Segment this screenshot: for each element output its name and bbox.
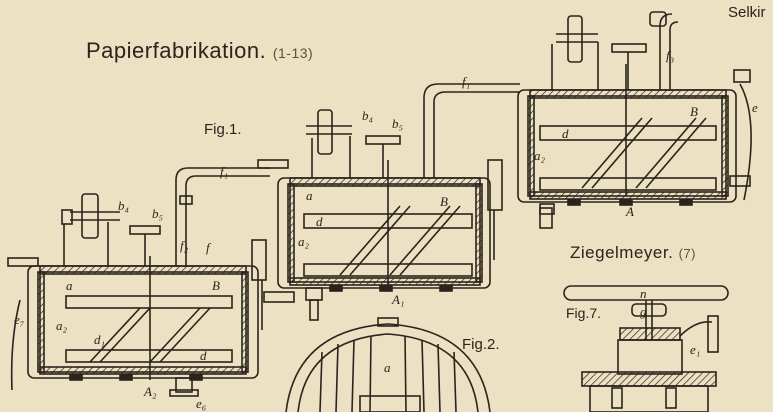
label-A1: A₁ — [391, 292, 404, 307]
label-a-left: a — [66, 278, 73, 293]
fig7-label: Fig.7. — [566, 305, 602, 321]
label-B-mid: B — [440, 194, 448, 209]
label-e7: e₇ — [14, 312, 25, 327]
label-e-right: e — [752, 100, 758, 115]
plate-title: Papierfabrikation. (1-13) — [86, 40, 313, 62]
label-d-right: d — [562, 126, 569, 141]
label-d1-left: d₁ — [94, 332, 105, 347]
label-f1-right: f₁ — [462, 74, 470, 89]
label-A: A — [625, 204, 634, 219]
plate-title-text: Papierfabrikation. — [86, 38, 267, 63]
label-A2: A₂ — [143, 384, 157, 399]
corner-word: Selkir — [728, 4, 766, 21]
section2-title: Ziegelmeyer. (7) — [570, 244, 696, 261]
label-d-left: d — [200, 348, 207, 363]
label-b4-left: b₄ — [118, 198, 130, 213]
label-d-mid: d — [316, 214, 323, 229]
vat-a — [517, 11, 752, 215]
fig7-drawing — [563, 285, 729, 412]
section2-title-text: Ziegelmeyer. — [570, 243, 674, 262]
label-f2-left: f₂ — [180, 238, 189, 253]
label-a-fig2: a — [384, 360, 391, 375]
label-f-left: f — [206, 240, 212, 255]
vat-a1 — [257, 83, 553, 321]
fig2-drawing — [285, 317, 491, 412]
fig1-label: Fig.1. — [204, 121, 242, 138]
label-b5-mid: b₅ — [392, 116, 403, 131]
label-b5-left: b₅ — [152, 206, 163, 221]
label-a2-left: a₂ — [56, 318, 68, 333]
plate-title-range: (1-13) — [272, 45, 314, 61]
label-f1-mid: f₁ — [220, 164, 228, 179]
fig2-label: Fig.2. — [462, 336, 500, 353]
label-b4-mid: b₄ — [362, 108, 374, 123]
label-g: g — [640, 304, 647, 319]
label-a2-mid: a₂ — [298, 234, 310, 249]
vat-a2 — [7, 167, 270, 397]
label-B-right: B — [690, 104, 698, 119]
label-e6: e₆ — [196, 396, 206, 411]
label-n: n — [640, 286, 647, 301]
section2-title-range: (7) — [678, 246, 696, 261]
label-e1: e₁ — [690, 342, 700, 357]
label-B-left: B — [212, 278, 220, 293]
label-f3: f₃ — [666, 48, 674, 63]
label-a-mid: a — [306, 188, 313, 203]
label-a2-right: a₂ — [534, 148, 546, 163]
